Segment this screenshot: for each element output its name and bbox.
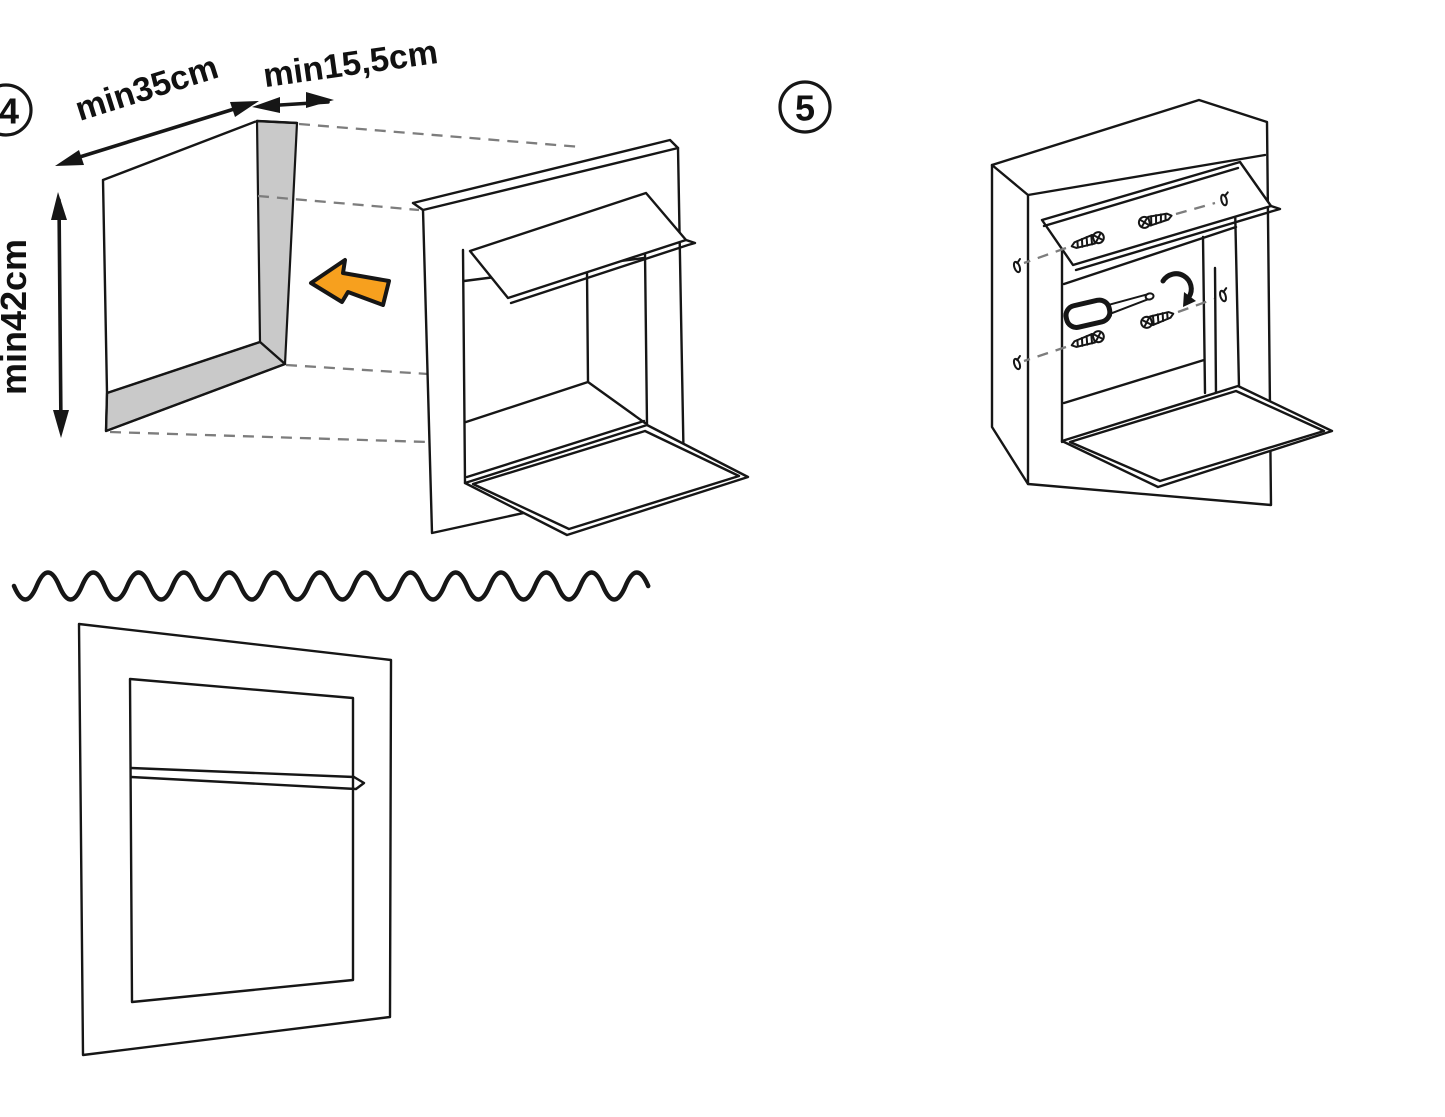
dim-depth-label: min15,5cm <box>261 33 440 95</box>
wall-jamb-shade <box>255 119 299 366</box>
dim-height-arrow <box>51 192 69 438</box>
step-badge-circle <box>0 83 33 137</box>
box-top-edge-band <box>411 138 680 212</box>
projection-dashes <box>109 122 582 444</box>
wall-opening-outline <box>101 119 299 433</box>
screwdriver-icon <box>1063 292 1155 330</box>
screw-alignment-dashes <box>1023 201 1216 363</box>
drop-door <box>463 423 750 537</box>
box-front <box>128 677 355 1004</box>
wall-sill-shade <box>104 340 287 433</box>
dim-height-label: min42cm <box>0 239 34 395</box>
step-5-badge: 5 <box>778 80 832 134</box>
rotate-clockwise-icon <box>1160 271 1196 307</box>
step-badge-circle <box>778 80 832 134</box>
step-number: 4 <box>0 91 19 132</box>
wall-block-edges <box>990 153 1267 486</box>
insert-direction-arrow-icon <box>309 258 391 307</box>
wavy-separator <box>11 570 651 602</box>
recess-opening-lines <box>1060 203 1241 444</box>
step-4-panel: 4 min35cm min15,5cm min42cm <box>0 33 750 537</box>
dim-width-label: min35cm <box>71 48 223 129</box>
box-unit <box>411 138 750 537</box>
finished-front-view <box>77 622 393 1057</box>
drop-door <box>1060 384 1334 489</box>
letter-flap <box>468 191 697 305</box>
wall-opening <box>101 119 299 433</box>
step-4-badge: 4 <box>0 83 33 137</box>
dim-depth-arrow <box>252 92 334 113</box>
flap-seam <box>129 766 366 791</box>
step-number: 5 <box>795 88 815 129</box>
step-5-panel: 5 <box>778 80 1334 507</box>
dim-width-arrow <box>55 101 259 166</box>
